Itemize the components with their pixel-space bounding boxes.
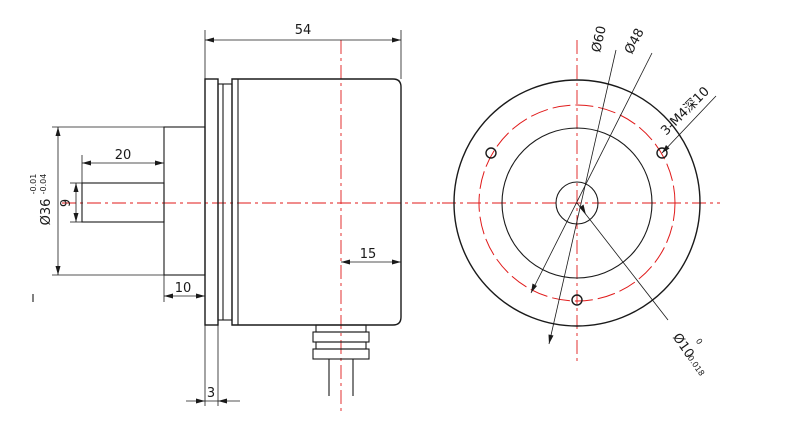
dim-mount-holes-label: 3-M4深10 xyxy=(658,84,712,138)
cable-gland xyxy=(312,324,370,396)
dim-overall-length xyxy=(204,30,402,79)
dim-cable-offset-label: 15 xyxy=(360,247,377,262)
dim-shaft-length-label: 20 xyxy=(115,148,132,163)
dim-overall-length-label: 54 xyxy=(295,23,312,38)
dim-bore-tol-upper: 0 xyxy=(694,337,704,346)
dim-mount-holes xyxy=(661,95,717,154)
dim-bore-diameter xyxy=(576,202,669,321)
pitch-circle xyxy=(478,104,676,302)
dim-pilot-length-label: 10 xyxy=(175,281,192,296)
side-view: 54 20 9 Ø36 -0.01 -0.04 xyxy=(29,23,440,412)
dim-cable-offset xyxy=(341,255,402,270)
dim-flange-thickness-label: 3 xyxy=(207,386,215,401)
bore-circle xyxy=(555,181,599,225)
dim-bore-tol-lower: -0.018 xyxy=(684,351,706,377)
outer-circle xyxy=(453,79,701,327)
dim-outer-diameter xyxy=(548,49,617,345)
encoder-body xyxy=(231,78,402,326)
inner-circle xyxy=(501,127,653,279)
dim-shaft-diameter-label: 9 xyxy=(59,199,74,207)
dim-pcd-diameter xyxy=(530,52,653,294)
dim-pilot-diameter xyxy=(52,126,164,276)
flange-step xyxy=(217,83,233,321)
mount-hole xyxy=(571,294,583,306)
dim-shaft-diameter xyxy=(70,182,82,223)
dim-pilot-length xyxy=(163,275,206,325)
dim-pilot-tol-upper: -0.01 xyxy=(29,174,38,195)
dim-outer-diameter-label: Ø60 xyxy=(589,24,610,53)
dim-flange-thickness xyxy=(186,325,240,406)
flange xyxy=(204,78,219,326)
dim-pilot-diameter-label: Ø36 xyxy=(39,199,54,226)
dim-pilot-tol-lower: -0.04 xyxy=(39,174,48,195)
dim-pcd-diameter-label: Ø48 xyxy=(622,26,648,57)
shaft xyxy=(81,182,165,223)
dim-shaft-length xyxy=(81,155,164,183)
mount-hole xyxy=(485,147,497,159)
front-view: Ø60 Ø48 3-M4深10 Ø10 0 -0.018 xyxy=(442,24,720,378)
pilot-boss xyxy=(163,126,206,276)
mount-hole xyxy=(656,147,668,159)
